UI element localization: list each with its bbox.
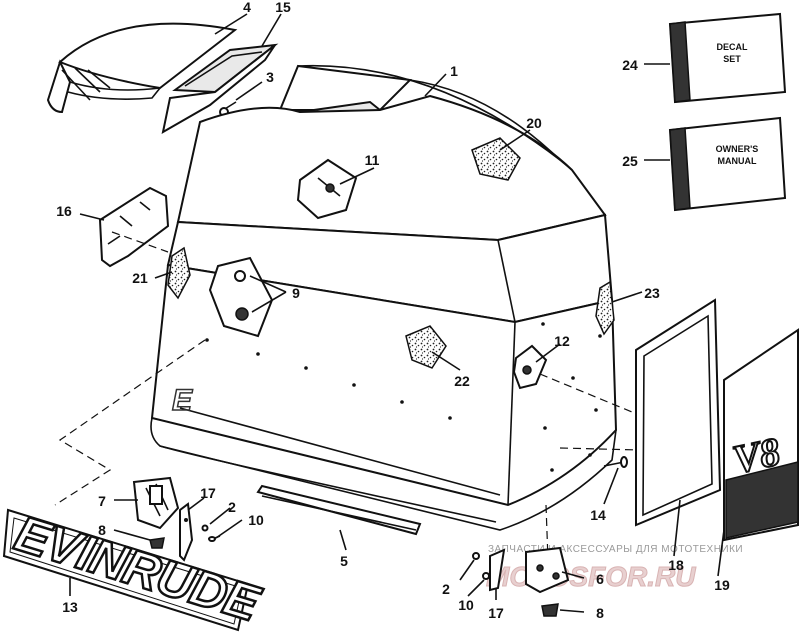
callout-10a: 10 (248, 512, 264, 528)
callout-24: 24 (622, 57, 638, 73)
callouts: 4 15 3 1 20 11 16 21 9 12 22 23 24 25 7 … (56, 0, 730, 621)
patch-20 (471, 137, 521, 181)
callout-23: 23 (644, 285, 660, 301)
callout-2b: 2 (442, 581, 450, 597)
v8-decal-19: V8 (723, 328, 799, 542)
callout-17b: 17 (488, 605, 504, 621)
callout-10b: 10 (458, 597, 474, 613)
dash-12 (539, 373, 633, 413)
callout-22: 22 (454, 373, 470, 389)
watermark-caption: ЗАПЧАСТИ И АКСЕССУАРЫ ДЛЯ МОТОТЕХНИКИ (488, 544, 743, 555)
callout-21: 21 (132, 270, 148, 286)
dash-16 (111, 231, 169, 253)
callout-8b: 8 (596, 605, 604, 621)
bolt-plate-11 (296, 158, 358, 220)
callout-18: 18 (668, 557, 684, 573)
callout-5: 5 (340, 553, 348, 569)
callout-1: 1 (450, 63, 458, 79)
bracket-12 (512, 344, 548, 390)
owners-manual-box: OWNER'S MANUAL (668, 116, 787, 212)
washer-2b (472, 552, 480, 560)
knob-8a (149, 537, 165, 549)
dash-14 (559, 447, 641, 451)
leader-lines (69, 13, 725, 613)
callout-6: 6 (596, 571, 604, 587)
decal-set-box: DECAL SET (668, 12, 787, 104)
watermark-site: MOTOSFOR.RU (486, 561, 696, 592)
callout-8a: 8 (98, 522, 106, 538)
clip-17a (179, 502, 194, 562)
callout-13: 13 (62, 599, 78, 615)
callout-12: 12 (554, 333, 570, 349)
evinrude-decal-13: EVINRUDE (2, 504, 268, 634)
dash-13 (54, 339, 206, 506)
patch-21 (167, 246, 191, 300)
manual-box-line2: MANUAL (718, 156, 757, 166)
clip-17b (489, 548, 506, 592)
callout-4: 4 (243, 0, 251, 15)
knob-8b (541, 603, 559, 617)
callout-2a: 2 (228, 499, 236, 515)
air-intake-cover (46, 22, 279, 134)
callout-7: 7 (98, 493, 106, 509)
callout-17a: 17 (200, 485, 216, 501)
stud-14 (603, 456, 628, 468)
callout-14: 14 (590, 507, 606, 523)
e-logo: E (172, 384, 193, 417)
callout-25: 25 (622, 153, 638, 169)
watermark: ЗАПЧАСТИ И АКСЕССУАРЫ ДЛЯ МОТОТЕХНИКИ MO… (486, 544, 743, 593)
seal-strip-5 (256, 484, 422, 536)
callout-15: 15 (275, 0, 291, 15)
motor-cover: E (150, 64, 618, 531)
decal-box-line1: DECAL (717, 42, 749, 52)
callout-11: 11 (365, 152, 380, 168)
washer-2a (201, 524, 209, 532)
v8-text: V8 (729, 429, 784, 483)
manual-box-line1: OWNER'S (716, 144, 759, 154)
callout-20: 20 (526, 115, 542, 131)
latch-bracket-16 (98, 186, 170, 268)
decal-box-line2: SET (723, 54, 741, 64)
patch-23 (595, 280, 615, 336)
latch-7 (132, 476, 180, 530)
callout-3: 3 (266, 69, 274, 85)
callout-16: 16 (56, 203, 72, 219)
callout-19: 19 (714, 577, 730, 593)
callout-9: 9 (292, 285, 300, 301)
evinrude-text: EVINRUDE (9, 505, 267, 633)
mount-plate-9 (208, 256, 274, 338)
pin-10b (482, 572, 490, 580)
side-panel-18 (635, 298, 722, 527)
latch-6 (525, 546, 570, 594)
